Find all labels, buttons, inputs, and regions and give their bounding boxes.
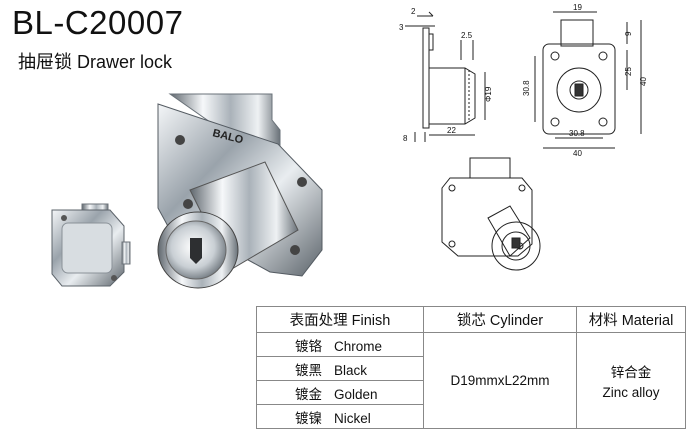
dim-30-8-bottom: 30.8 (569, 129, 585, 138)
strike-plate (51, 203, 131, 287)
finish-header: 表面处理 Finish (256, 306, 424, 333)
dim-9: 9 (624, 31, 633, 36)
dim-40-right: 40 (639, 77, 648, 86)
dim-3: 3 (399, 23, 404, 32)
cylinder-value: D19mmxL22mm (423, 332, 577, 429)
dim-19: 19 (573, 3, 582, 12)
cylinder-header: 锁芯 Cylinder (423, 306, 577, 333)
dim-25: 25 (624, 67, 633, 76)
model-number: BL-C20007 (12, 4, 184, 41)
material-en: Zinc alloy (602, 385, 660, 400)
table-header-row: 表面处理 Finish 锁芯 Cylinder 材料 Material (256, 306, 686, 333)
dim-40-bottom: 40 (573, 149, 582, 158)
keyhole (190, 238, 202, 264)
dim-2-5: 2.5 (461, 31, 473, 40)
material-header: 材料 Material (576, 306, 686, 333)
material-value: 锌合金 Zinc alloy (576, 332, 686, 429)
lock-photo: BALO (51, 93, 323, 289)
dim-22: 22 (447, 126, 456, 135)
dim-30-8-left: 30.8 (522, 80, 531, 96)
dim-8: 8 (403, 134, 408, 143)
front-view-drawing: 19 9 25 40 30.8 30.8 40 (522, 3, 648, 158)
lock-body: BALO (157, 93, 323, 289)
dim-diameter: Φ19 (484, 86, 493, 102)
isometric-drawing (441, 157, 541, 271)
dim-2: 2 (411, 7, 416, 16)
material-zh: 锌合金 (610, 365, 652, 380)
product-subtitle: 抽屉锁 Drawer lock (18, 52, 173, 72)
side-view-drawing: 2 3 2.5 Φ19 8 22 (399, 7, 493, 143)
